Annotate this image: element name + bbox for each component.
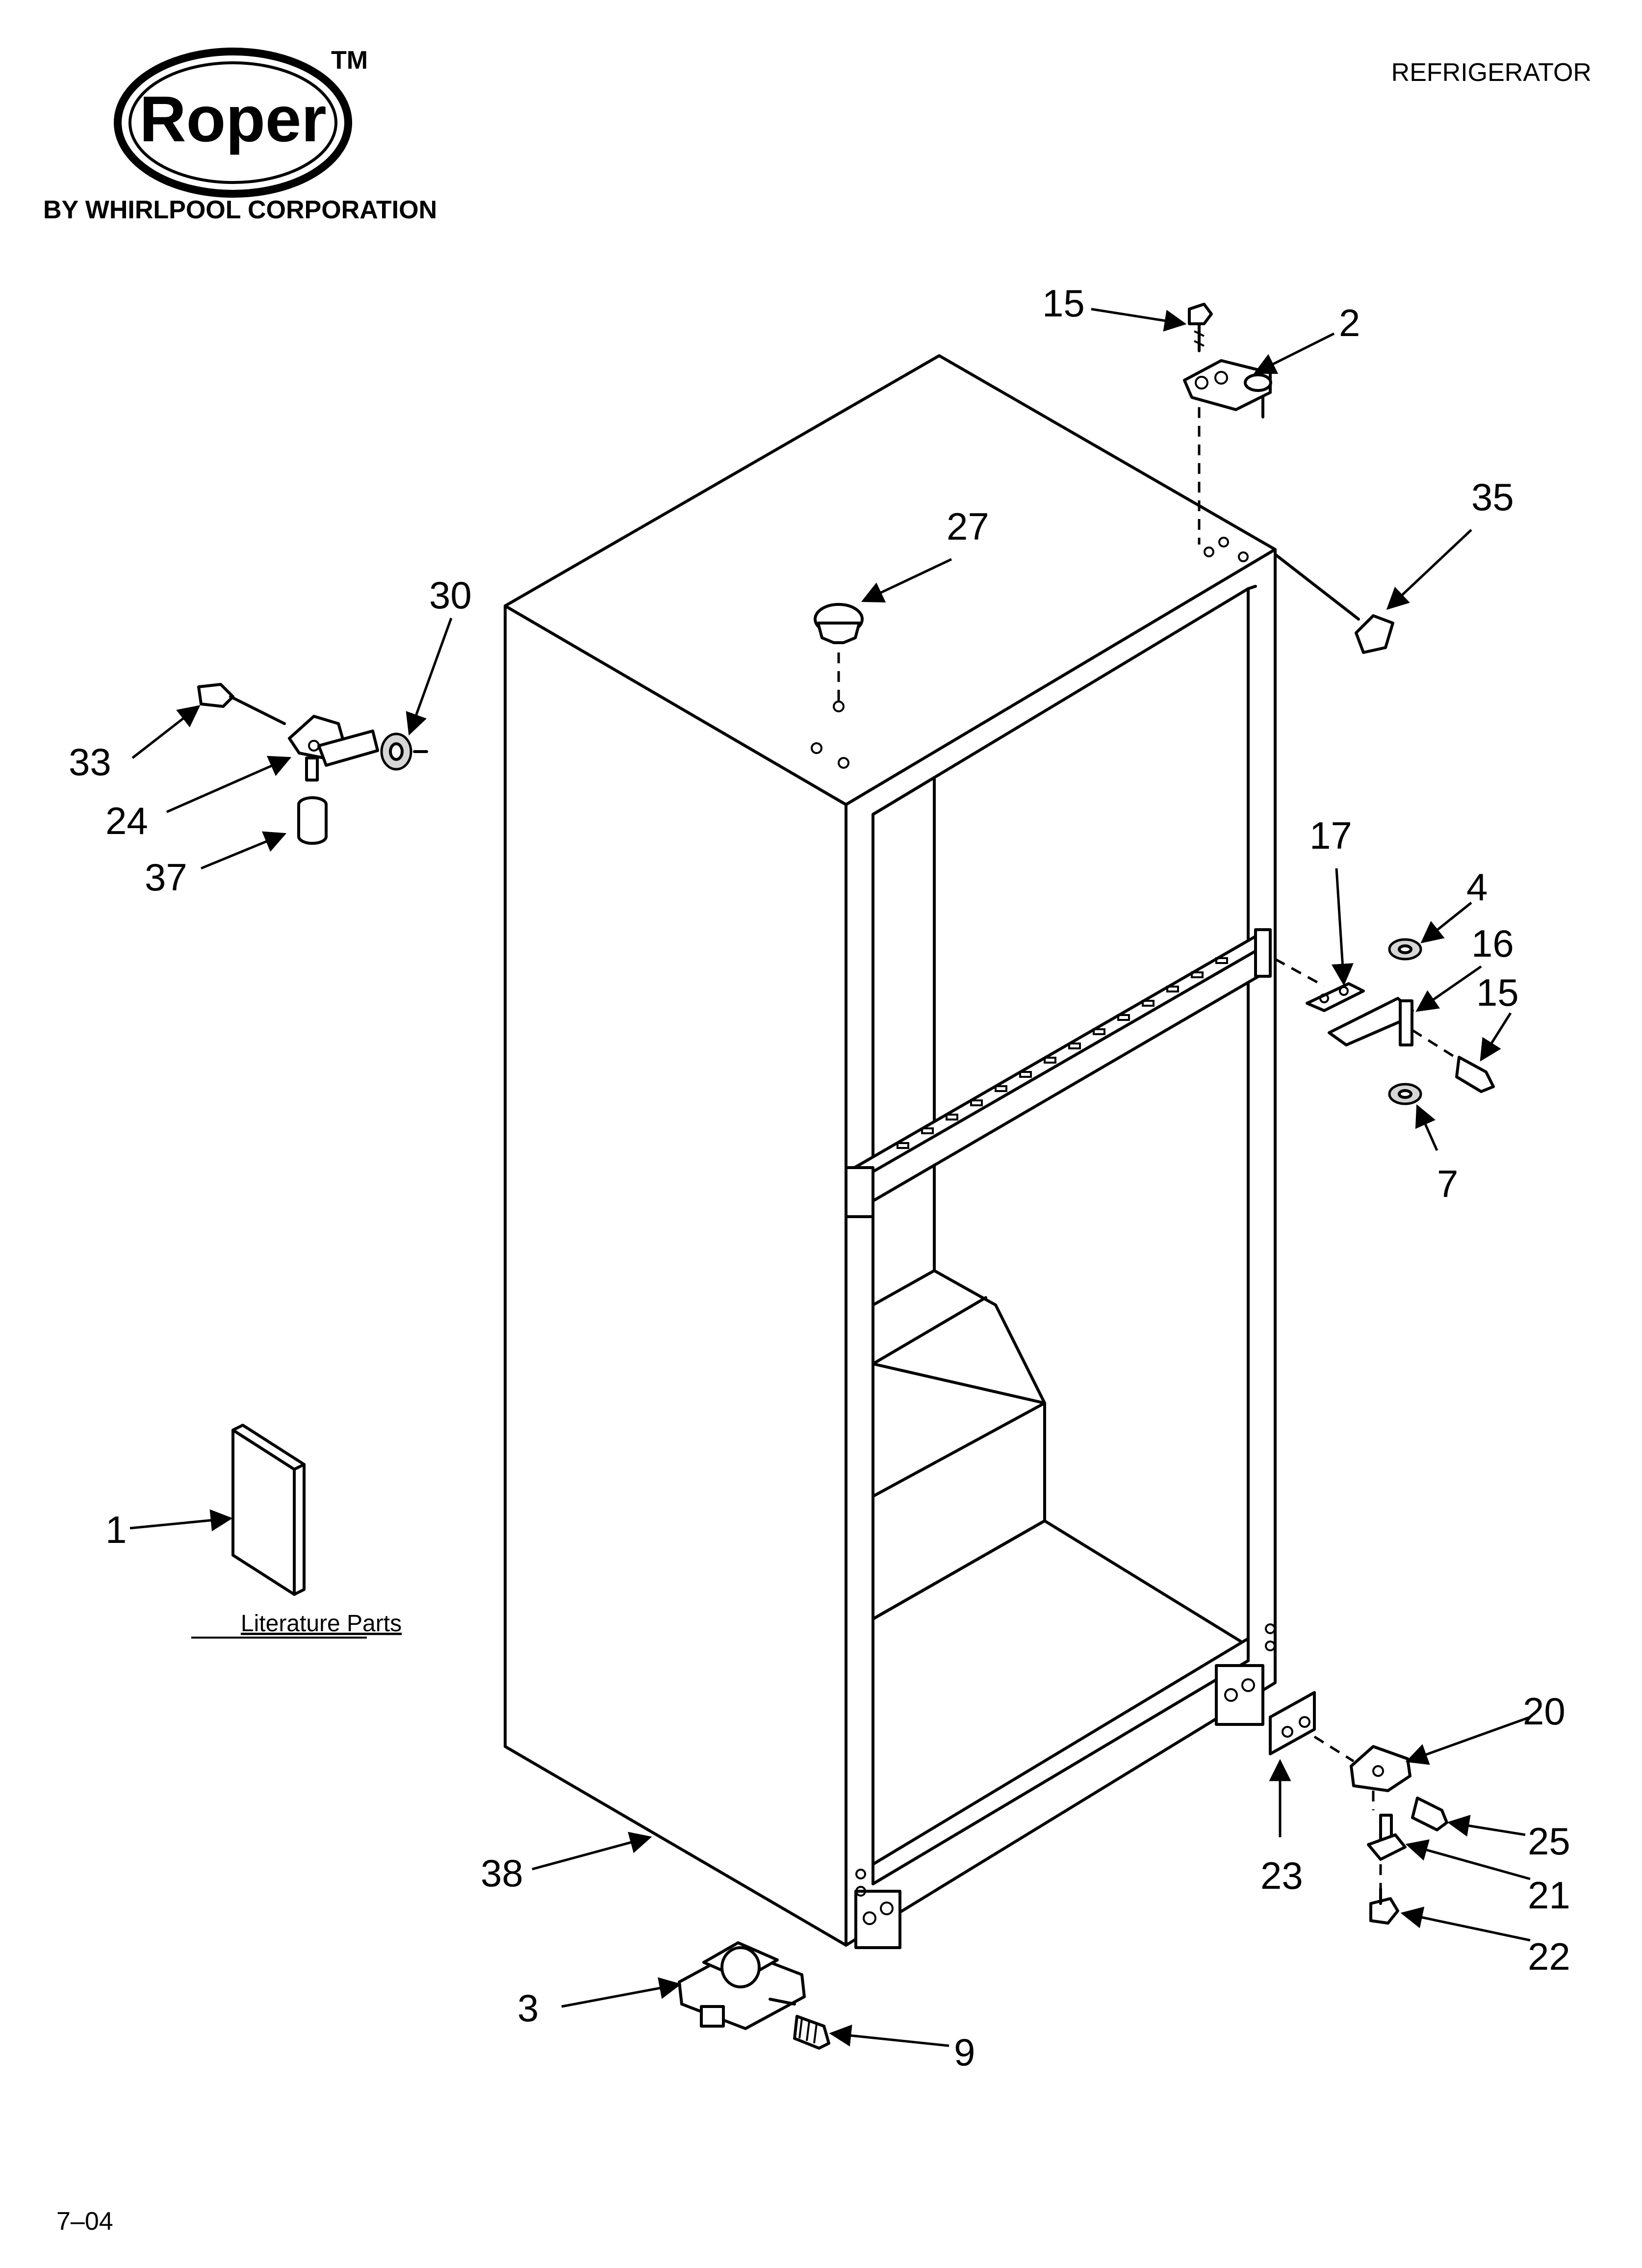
callout-16: 16 <box>1471 922 1514 965</box>
callout-3: 3 <box>517 1986 539 2030</box>
date-code: 7–04 <box>56 2207 113 2236</box>
part-20-bottom-hinge <box>1313 1735 1411 1810</box>
callout-2: 2 <box>1339 301 1360 344</box>
part-15-hinge-screw-mid <box>1455 1056 1495 1093</box>
roper-logo: Roper TM <box>114 46 368 198</box>
part-33-screw <box>197 683 286 725</box>
callout-15-mid: 15 <box>1476 971 1519 1014</box>
callout-17: 17 <box>1309 814 1352 857</box>
part-9-adjustment-screw <box>793 2015 830 2050</box>
callout-27: 27 <box>947 505 989 548</box>
callout-23: 23 <box>1260 1854 1303 1897</box>
part-16-center-hinge <box>1328 997 1460 1061</box>
brand-tagline: BY WHIRLPOOL CORPORATION <box>43 196 437 224</box>
part-24-hinge-pin <box>288 715 379 782</box>
product-category: REFRIGERATOR <box>1391 58 1591 87</box>
trademark-mark: TM <box>331 46 368 75</box>
part-37-spacer <box>297 796 328 845</box>
part-2-top-hinge <box>1183 359 1272 545</box>
callout-37: 37 <box>145 856 187 899</box>
callout-24: 24 <box>105 799 148 842</box>
callout-25: 25 <box>1528 1820 1570 1863</box>
callout-21: 21 <box>1528 1874 1570 1917</box>
part-4-washer <box>1388 938 1422 961</box>
callout-33: 33 <box>69 740 111 783</box>
leader-arrows <box>129 308 1531 2047</box>
callout-7: 7 <box>1437 1162 1458 1205</box>
callout-38: 38 <box>481 1851 523 1895</box>
callout-4: 4 <box>1466 865 1488 909</box>
callout-20: 20 <box>1523 1690 1565 1733</box>
part-30-bushing <box>380 732 428 771</box>
callout-labels: 15 2 35 27 30 33 24 37 17 4 16 15 7 1 20… <box>69 282 1570 2074</box>
callout-9: 9 <box>954 2031 975 2074</box>
brand-name: Roper <box>139 83 326 155</box>
part-15-hinge-screw-top <box>1188 303 1213 352</box>
part-21-hinge-pin <box>1367 1814 1407 1861</box>
part-22-screw <box>1369 1864 1399 1925</box>
divider-rail <box>845 928 1272 1218</box>
part-25-screw <box>1411 1797 1448 1831</box>
part-1-literature-book <box>231 1424 306 1596</box>
cabinet-body <box>504 354 1277 1949</box>
part-27-plug <box>814 603 864 702</box>
callout-35: 35 <box>1471 475 1514 519</box>
part-3-roller-assembly <box>678 1941 806 2030</box>
callout-15-top: 15 <box>1042 282 1085 325</box>
callout-30: 30 <box>429 574 472 617</box>
literature-parts-label: Literature Parts <box>241 1611 402 1637</box>
part-35-hinge-cap <box>1274 553 1394 654</box>
part-23-hinge-shim-bottom <box>1269 1691 1316 1755</box>
part-17-hinge-shim <box>1274 958 1365 1012</box>
callout-1: 1 <box>105 1508 127 1551</box>
callout-22: 22 <box>1528 1935 1570 1978</box>
part-7-washer <box>1388 1083 1422 1105</box>
